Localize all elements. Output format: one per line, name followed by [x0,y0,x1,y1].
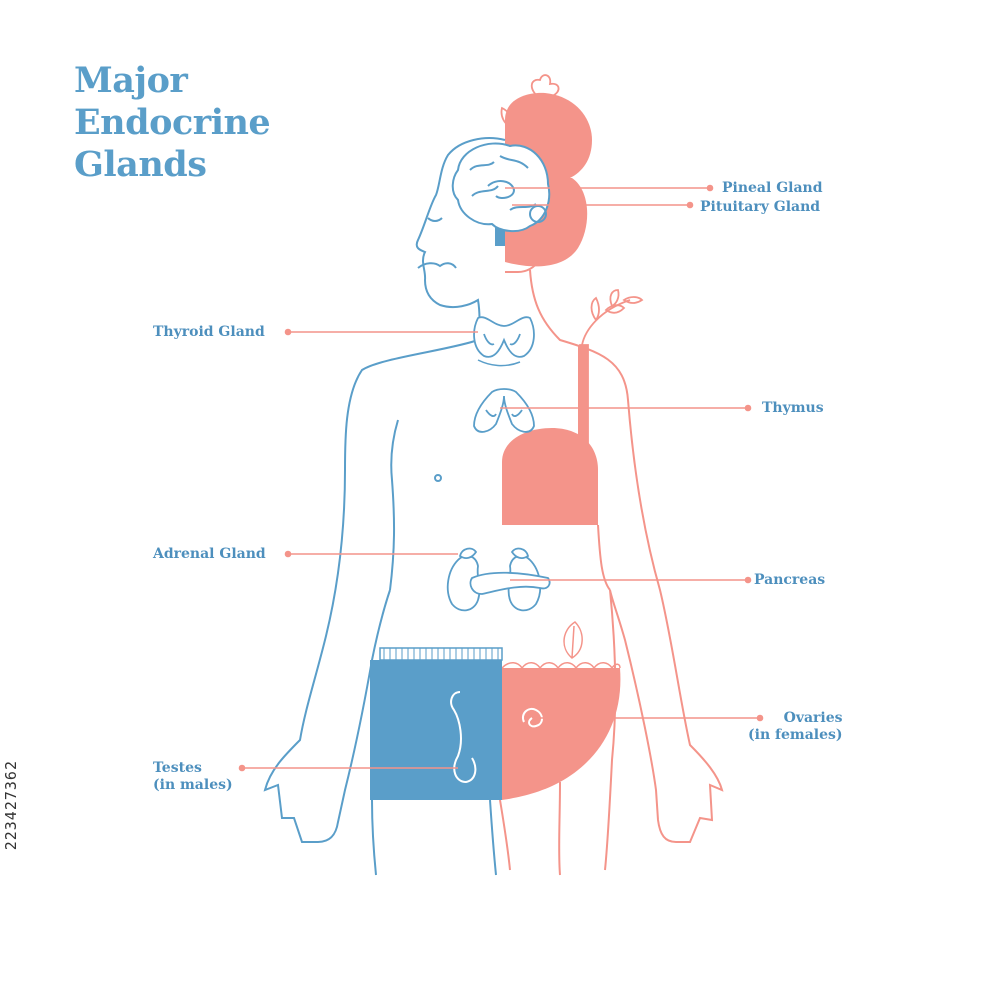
label-testes-line2: (in males) [153,777,233,793]
title-line-2: Endocrine [74,102,271,143]
female-leg [499,781,561,876]
leader-lines [238,184,764,772]
briefs-lace [501,662,621,670]
diagram-title: Major Endocrine Glands [74,60,271,186]
female-neck-shoulder [529,269,724,871]
male-half [263,137,521,876]
title-line-3: Glands [74,144,207,185]
leaf-icon-small [563,621,583,659]
male-mustache [417,262,457,269]
male-chest [434,474,442,482]
label-testes: Testes (in males) [153,760,233,794]
thymus-icon [473,388,535,433]
title-line-1: Major [74,60,188,101]
label-ovaries-line2: (in females) [748,727,843,743]
male-eye [427,217,443,222]
label-testes-line1: Testes [153,760,202,776]
label-thymus: Thymus [762,400,824,416]
shoulder-post [578,345,588,480]
female-bust [502,428,598,525]
female-face [505,224,547,273]
testis-icon [450,691,477,784]
label-ovaries-line1: Ovaries [783,710,843,726]
male-torso-side [389,419,399,591]
waistband-ribs [383,648,499,660]
label-adrenal-gland: Adrenal Gland [153,546,266,562]
flower-icon [500,74,560,139]
male-head [415,137,506,341]
male-leg [371,799,497,876]
label-pancreas: Pancreas [754,572,826,588]
label-pineal-gland: Pineal Gland [722,180,823,196]
male-briefs [370,660,502,800]
female-torso-side [597,524,611,591]
brain-icon [451,142,551,232]
pancreas-icon [469,571,551,595]
label-thyroid-gland: Thyroid Gland [153,324,265,340]
female-briefs [502,668,621,800]
male-collar [477,359,521,367]
briefs-waistband [379,647,503,661]
stock-id-watermark: 223427362 [2,760,20,851]
male-shoulder-arm [263,339,479,843]
label-ovaries: Ovaries (in females) [748,710,843,744]
label-pituitary-gland: Pituitary Gland [700,199,821,215]
thyroid-icon [473,316,535,358]
